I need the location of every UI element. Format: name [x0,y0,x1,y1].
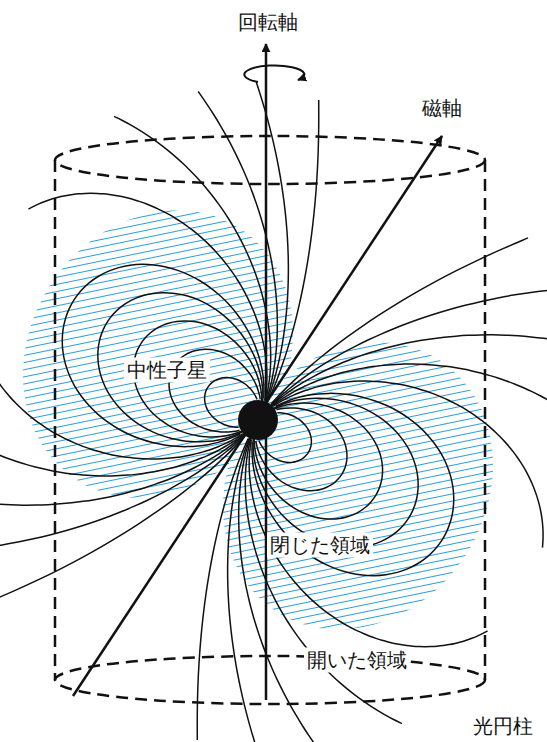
light-cylinder [55,136,485,704]
closed-lobe [169,290,547,681]
magnetic-axis [73,136,442,696]
field-line [245,437,402,723]
field-line [271,238,528,404]
field-line [271,288,547,405]
label-text: 回転軸 [235,10,301,35]
label-text: 光円柱 [470,713,536,738]
rotation-arrow [244,65,304,82]
field-line [228,437,260,742]
label-text: 磁軸 [419,96,465,121]
field-line [239,438,318,742]
label-text: 閉じた領域 [267,533,373,558]
field-line [0,292,243,459]
label-text: 中性子星 [124,358,210,383]
neutron-star [238,400,278,440]
rotation-axis [265,44,268,700]
field-line [28,193,266,400]
label-text: 開いた領域 [304,648,410,673]
field-line [273,381,543,548]
field-line [114,116,271,402]
field-line [271,335,547,406]
field-lines [0,82,547,742]
field-line [197,438,248,740]
field-line [0,434,245,505]
closed-region-lobes [0,158,547,681]
field-line [256,82,288,403]
field-line [271,364,547,432]
field-line [249,439,487,646]
field-line [252,393,454,575]
field-line [268,100,319,402]
field-line [62,264,264,446]
field-line [0,436,245,602]
